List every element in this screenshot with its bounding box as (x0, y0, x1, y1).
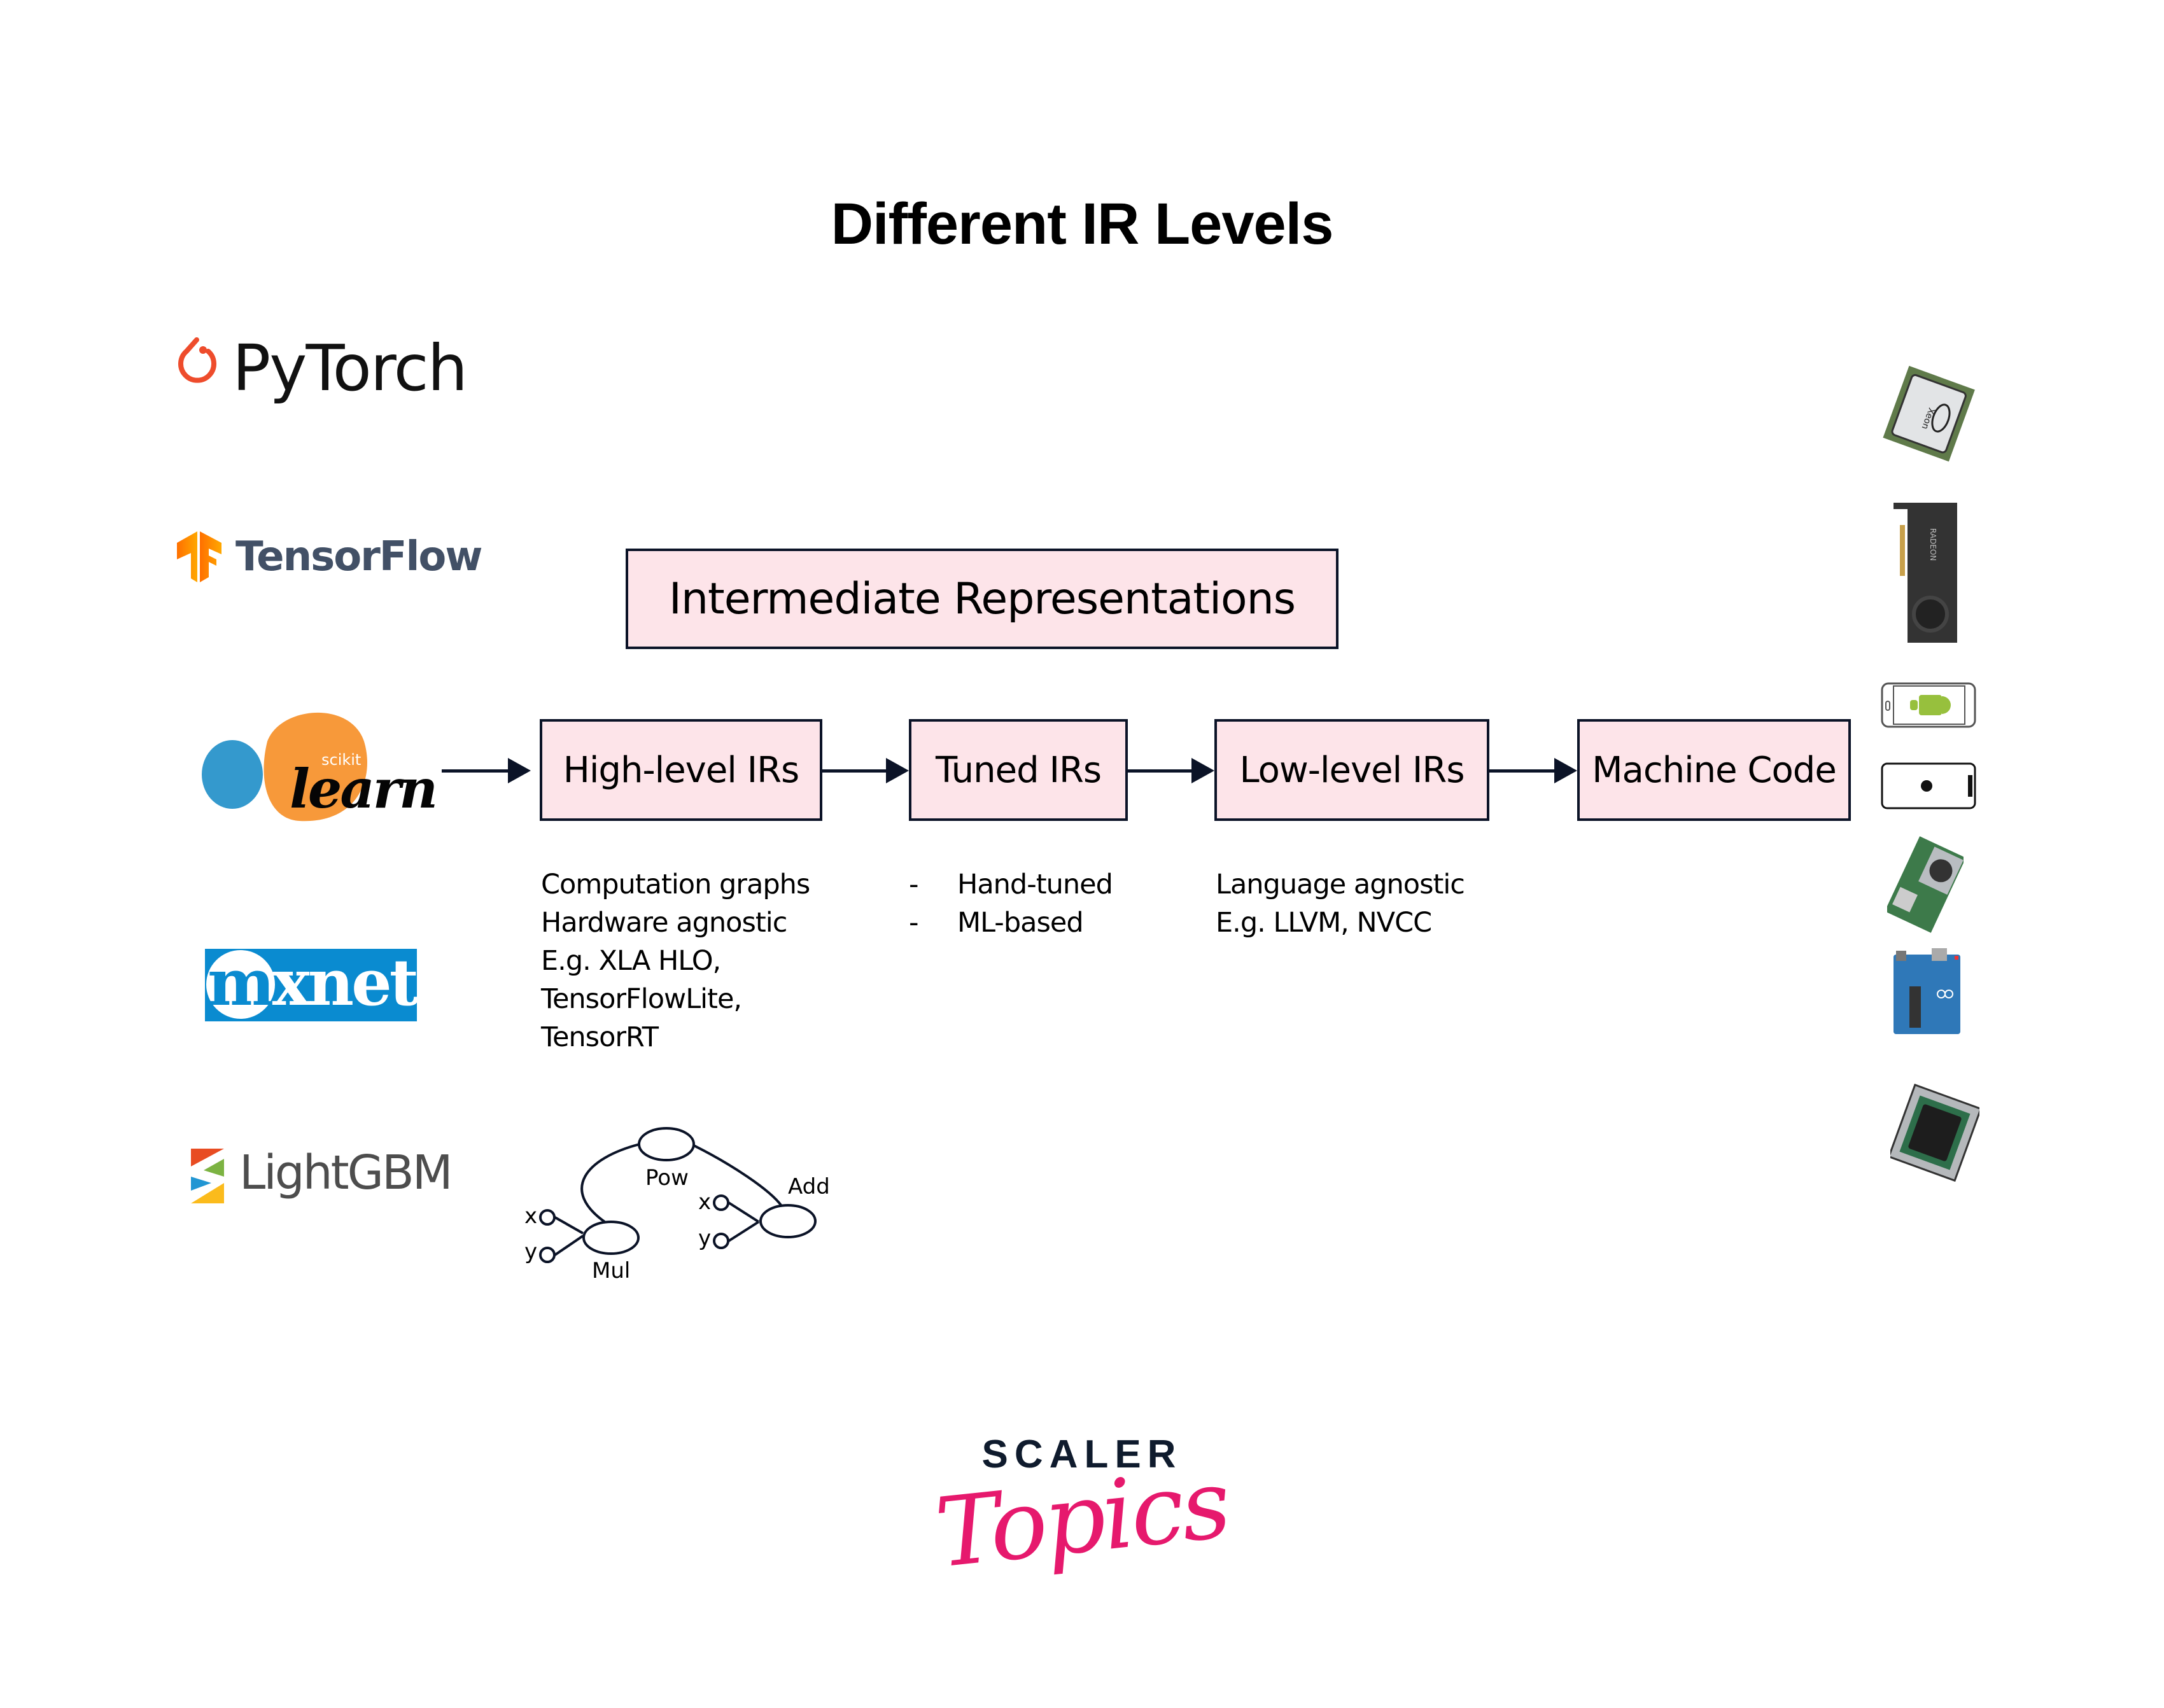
add-x-label: x (698, 1189, 711, 1215)
pytorch-flame-icon (178, 337, 216, 383)
edge-x-add (727, 1201, 760, 1223)
svg-text:RADEON: RADEON (1929, 528, 1937, 561)
tuned-description: -Hand-tuned -ML-based (909, 865, 1113, 942)
high-level-description: Computation graphs Hardware agnostic E.g… (541, 865, 810, 1056)
scikit-label: scikit (321, 751, 362, 769)
iphone-icon (1881, 762, 1976, 809)
desc-line: Hardware agnostic (541, 907, 787, 939)
low-level-description: Language agnostic E.g. LLVM, NVCC (1216, 865, 1465, 942)
mul-input-y (539, 1247, 556, 1263)
mul-input-x (539, 1209, 556, 1226)
mxnet-label: mxnet (207, 949, 417, 1020)
edge-y-mul (554, 1235, 584, 1256)
cpu-icon: Xeon (1883, 365, 1975, 462)
add-node (759, 1204, 817, 1238)
edge-y-add (727, 1221, 760, 1242)
edge-x-mul (554, 1216, 584, 1235)
mul-x-label: x (524, 1203, 537, 1229)
edge-pow-mul (580, 1143, 640, 1223)
tensorflow-label: TensorFlow (235, 533, 482, 580)
low-level-irs-box: Low-level IRs (1214, 719, 1489, 821)
desc-line: Computation graphs (541, 869, 810, 900)
pow-node (638, 1127, 695, 1161)
tensorflow-icon (177, 531, 221, 582)
diagram-title: Different IR Levels (831, 192, 1334, 256)
intermediate-representations-box: Intermediate Representations (626, 549, 1338, 649)
fpga-chip-icon (1890, 1083, 1979, 1182)
desc-line: TensorRT (541, 1021, 659, 1053)
desc-bullet-item: -ML-based (909, 907, 1084, 939)
jetson-board-icon (1887, 836, 1964, 933)
desc-line: TensorFlowLite, (541, 983, 742, 1015)
edge-pow-add (693, 1144, 783, 1207)
pytorch-label: PyTorch (232, 331, 468, 405)
tuned-irs-box: Tuned IRs (909, 719, 1128, 821)
gpu-icon: RADEON (1894, 503, 1957, 643)
lightgbm-label: LightGBM (239, 1145, 453, 1200)
arduino-icon (1894, 948, 1960, 1034)
add-y-label: y (698, 1226, 711, 1251)
mxnet-icon (206, 950, 275, 1019)
lightgbm-icon (191, 1149, 224, 1203)
mul-y-label: y (524, 1239, 537, 1264)
mul-node (582, 1221, 640, 1255)
add-input-y (713, 1233, 729, 1249)
add-input-x (713, 1194, 729, 1211)
pow-label: Pow (645, 1165, 689, 1191)
machine-code-box: Machine Code (1577, 719, 1851, 821)
scikit-learn-logo (197, 703, 426, 827)
mxnet-logo: mxnet (205, 949, 417, 1021)
lightgbm-logo (191, 1149, 225, 1203)
tensorflow-logo (177, 531, 221, 582)
desc-line: Language agnostic (1216, 869, 1465, 900)
topics-logo-text: Topics (931, 1448, 1233, 1590)
desc-line: E.g. LLVM, NVCC (1216, 907, 1432, 939)
computation-graph: Pow Mul Add x y x y (524, 1127, 830, 1284)
scaler-logo-text: SCALER (981, 1432, 1183, 1476)
mul-label: Mul (592, 1258, 630, 1284)
desc-bullet-item: -Hand-tuned (909, 869, 1113, 900)
add-label: Add (788, 1174, 830, 1200)
scikit-learn-icon (202, 712, 367, 822)
desc-line: E.g. XLA HLO, (541, 945, 721, 977)
pytorch-logo (175, 337, 455, 414)
learn-label: learn (290, 757, 438, 820)
high-level-irs-box: High-level IRs (540, 719, 822, 821)
android-phone-icon (1881, 682, 1976, 728)
